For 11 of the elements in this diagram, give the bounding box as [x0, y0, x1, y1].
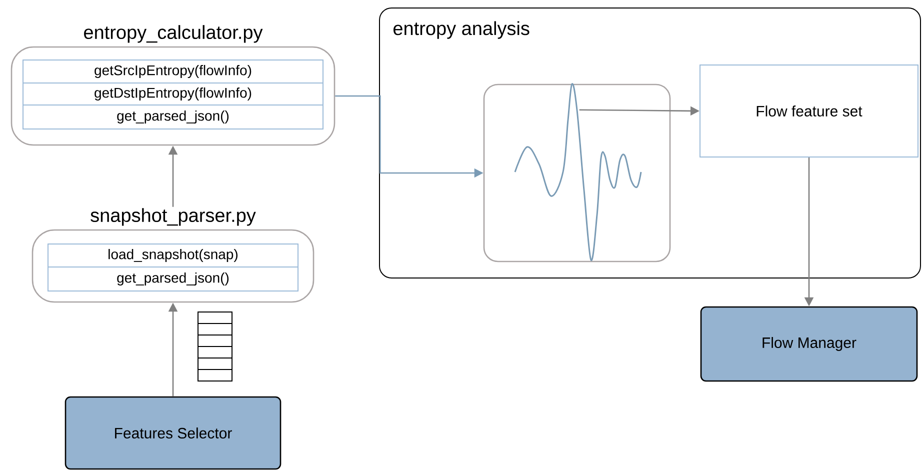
method-row: get_parsed_json()	[48, 266, 298, 292]
method-row: load_snapshot(snap)	[48, 244, 298, 268]
method-row: get_parsed_json()	[22, 104, 324, 130]
process-box: Features Selector	[64, 396, 282, 470]
method-row: getDstIpEntropy(flowInfo)	[22, 82, 324, 106]
method-row: getSrcIpEntropy(flowInfo)	[22, 60, 324, 84]
node-label: snapshot_parser.py	[90, 208, 256, 226]
process-box: Flow Manager	[700, 306, 918, 382]
process-box: Flow feature set	[700, 64, 918, 158]
node-label: entropy_calculator.py	[84, 25, 263, 43]
waveform-box	[483, 83, 671, 262]
